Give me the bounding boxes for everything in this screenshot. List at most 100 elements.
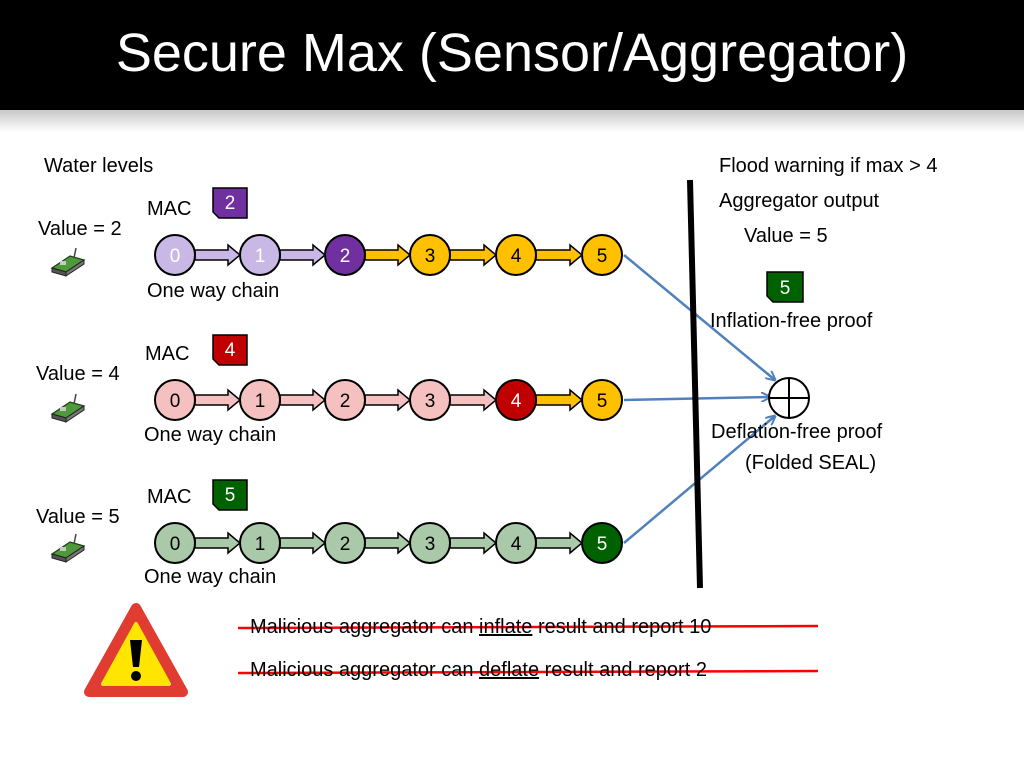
chain-node-label: 4	[511, 246, 522, 267]
slide-title: Secure Max (Sensor/Aggregator)	[115, 23, 909, 83]
chain-link-arrow	[279, 531, 327, 555]
chains-layer: 0 1 2 3 4 5 2 0 1 2 3 4 5 4 0 1 2 3 4 5 5	[50, 187, 623, 564]
chain-node	[239, 234, 281, 276]
chain-node	[409, 522, 451, 564]
one-way-chain: 0 1 2 3 4 5	[154, 522, 623, 564]
mac-badge: 2	[212, 187, 248, 219]
chain-node-label: 3	[425, 246, 436, 267]
chain-node	[324, 379, 366, 421]
chain-node-label: 0	[170, 391, 181, 412]
sensor-icon	[50, 247, 86, 277]
chain-node-label: 2	[340, 391, 351, 412]
sensor-to-aggregator-arrow	[623, 254, 775, 380]
attack-statement-inflate: Malicious aggregator can inflate result …	[250, 615, 711, 639]
attack-text: result and report 10	[532, 616, 712, 638]
chain-link-arrow	[279, 243, 327, 267]
chain-node	[239, 379, 281, 421]
chain-node-label: 2	[340, 246, 351, 267]
chain-node-label: 3	[425, 534, 436, 555]
mac-badge-value: 4	[225, 340, 236, 361]
deflation-proof-sublabel: (Folded SEAL)	[745, 452, 877, 474]
chain-link-arrow	[364, 243, 412, 267]
chain-node	[324, 234, 366, 276]
chain-node	[495, 234, 537, 276]
chain-node-label: 1	[255, 391, 266, 412]
chain-node	[239, 522, 281, 564]
chain-link-arrow	[194, 243, 242, 267]
flood-warning-label: Flood warning if max > 4	[719, 155, 938, 177]
mac-badge-shape	[212, 479, 248, 511]
attack-text: Malicious aggregator can	[250, 659, 480, 681]
mac-badge-value: 2	[225, 193, 236, 214]
chain-link-arrow	[449, 388, 498, 412]
chain-node-label: 1	[255, 246, 266, 267]
chain-link-arrow	[535, 243, 584, 267]
chain-node	[495, 522, 537, 564]
one-way-chain: 0 1 2 3 4 5	[154, 379, 623, 421]
one-way-chain: 0 1 2 3 4 5	[154, 234, 623, 276]
chain-value-label: Value = 2	[38, 218, 122, 240]
chain-value-label: Value = 5	[36, 506, 120, 528]
mac-badge-value: 5	[225, 485, 236, 506]
attack-statement-deflate: Malicious aggregator can deflate result …	[250, 658, 707, 682]
warning-sign-icon	[84, 603, 188, 697]
chain-node-label: 3	[425, 391, 436, 412]
chain-link-arrow	[449, 531, 498, 555]
combine-operator-icon	[768, 377, 810, 419]
chain-mac-label: MAC	[147, 198, 192, 220]
chain-caption: One way chain	[144, 566, 277, 588]
chain-caption: One way chain	[144, 424, 277, 446]
chain-node	[581, 234, 623, 276]
chain-link-arrow	[364, 388, 412, 412]
mac-badge-shape	[212, 187, 248, 219]
deflation-proof-label: Deflation-free proof	[711, 421, 883, 443]
chain-link-arrow	[279, 388, 327, 412]
trust-boundary-line	[687, 179, 703, 589]
chain-link-arrow	[449, 243, 498, 267]
chain-node	[495, 379, 537, 421]
inflation-proof-label: Inflation-free proof	[710, 310, 873, 332]
attack-keyword: inflate	[479, 616, 533, 638]
chain-node-label: 4	[511, 534, 522, 555]
chain-mac-label: MAC	[145, 343, 190, 365]
chain-node	[581, 522, 623, 564]
sensor-icon	[50, 533, 86, 563]
chain-node	[154, 522, 196, 564]
chain-caption: One way chain	[147, 280, 280, 302]
strike-line-inflate	[237, 624, 819, 630]
title-bar	[0, 0, 1024, 110]
mac-badge: 5	[212, 479, 248, 511]
chain-link-arrow	[364, 531, 412, 555]
aggregator-output-label: Aggregator output	[719, 190, 880, 212]
chain-node-label: 1	[255, 534, 266, 555]
chain-node	[581, 379, 623, 421]
chain-node-label: 0	[170, 534, 181, 555]
chain-node-label: 2	[340, 534, 351, 555]
mac-badge: 4	[212, 334, 248, 366]
chain-link-arrow	[194, 531, 242, 555]
attack-text: result and report 2	[539, 659, 707, 681]
attack-keyword: deflate	[479, 659, 540, 681]
chain-node	[154, 234, 196, 276]
chain-node-label: 5	[597, 534, 608, 555]
chain-node	[409, 379, 451, 421]
chain-mac-label: MAC	[147, 486, 192, 508]
attack-text: Malicious aggregator can	[250, 616, 480, 638]
chain-node-label: 5	[597, 246, 608, 267]
chain-node	[324, 522, 366, 564]
chain-node	[409, 234, 451, 276]
output-badge-value: 5	[780, 278, 791, 299]
water-levels-label: Water levels	[44, 155, 154, 177]
chain-node-label: 4	[511, 391, 522, 412]
strike-line-deflate	[237, 669, 819, 675]
output-mac-badge: 5	[766, 271, 804, 303]
mac-badge-shape	[212, 334, 248, 366]
chain-node-label: 0	[170, 246, 181, 267]
chain-value-label: Value = 4	[36, 363, 120, 385]
chain-node-label: 5	[597, 391, 608, 412]
chain-node	[154, 379, 196, 421]
chain-link-arrow	[535, 531, 584, 555]
chain-link-arrow	[535, 388, 584, 412]
title-bar-shadow	[0, 110, 1024, 132]
